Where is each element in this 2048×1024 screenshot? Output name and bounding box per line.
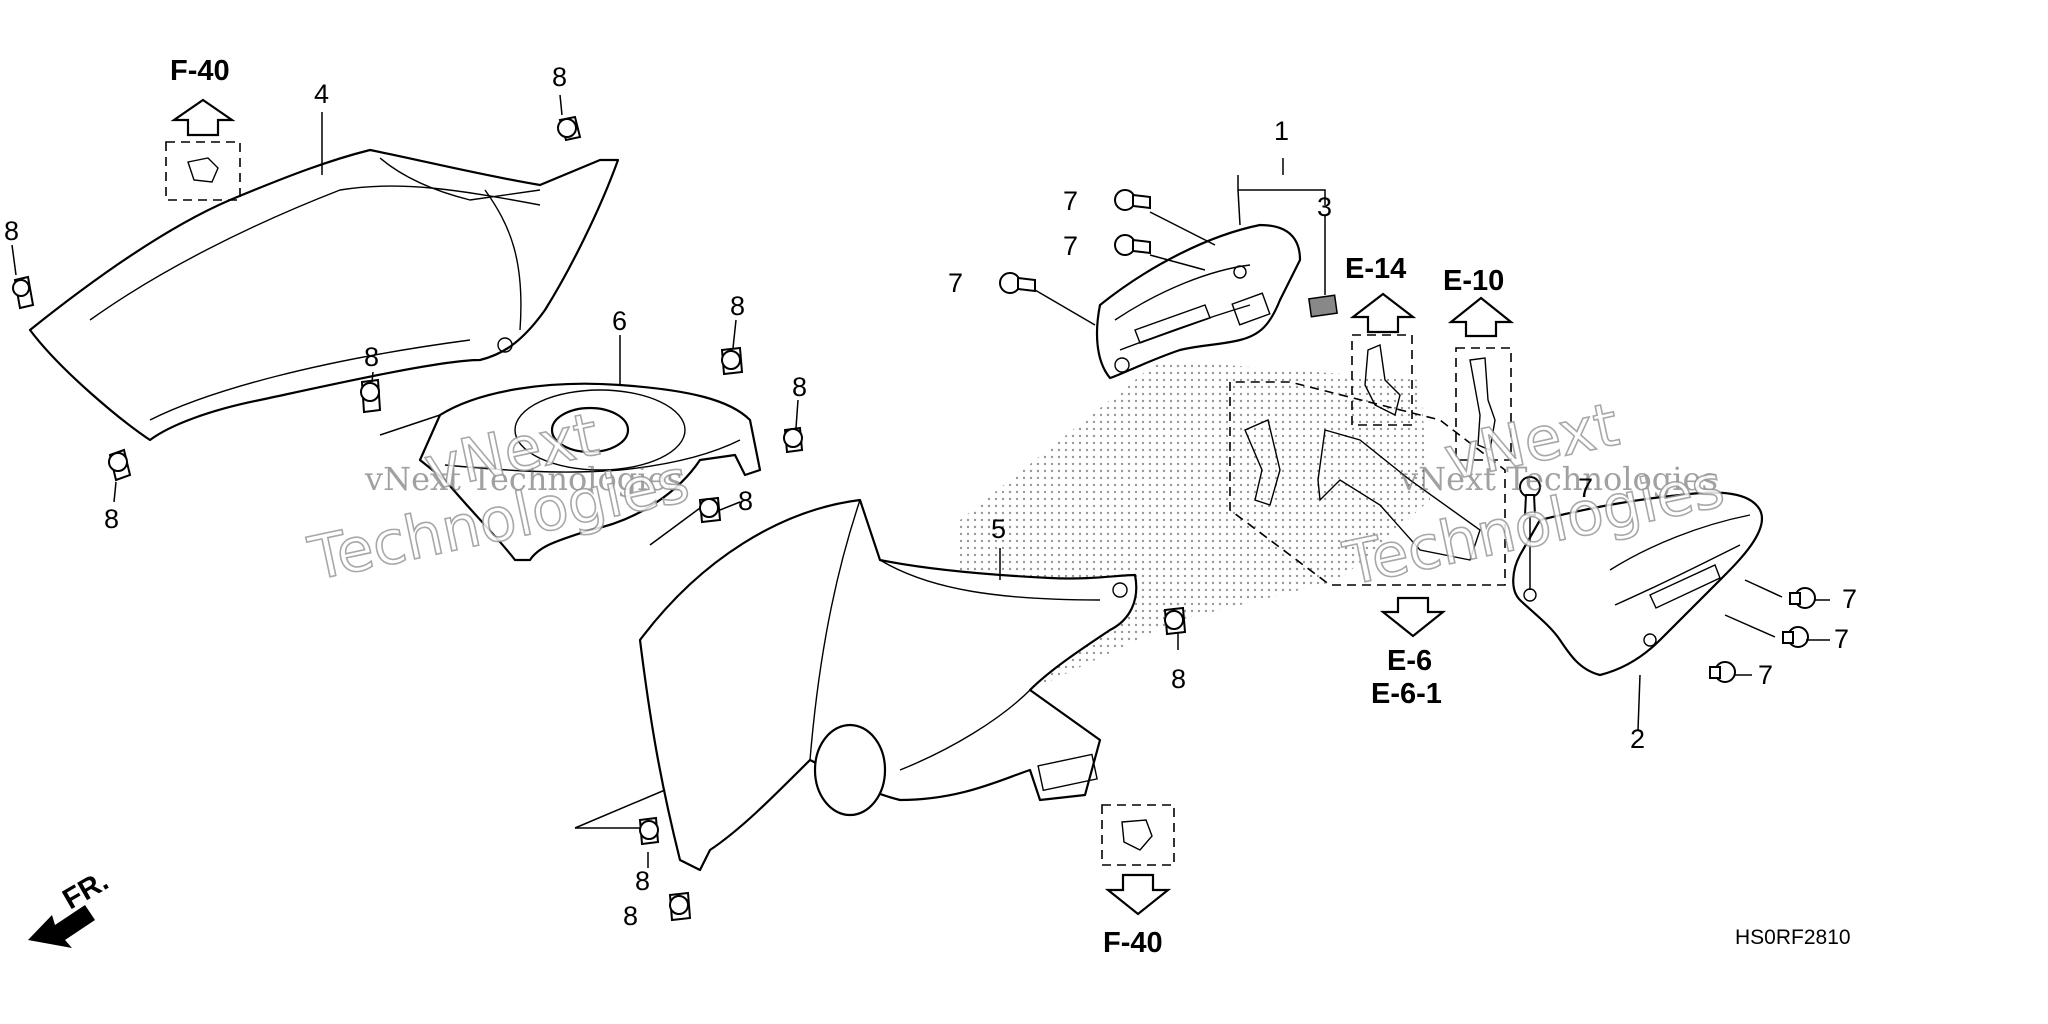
- callout-8-bottom-a: 8: [635, 866, 650, 896]
- callout-3: 3: [1317, 192, 1332, 222]
- bracket-box-e14: [1351, 334, 1413, 426]
- leader-lines: [11, 94, 1830, 868]
- arrow-up-e14[interactable]: [1349, 292, 1417, 334]
- part-4-left-side-cover[interactable]: [28, 148, 620, 442]
- clip-box-f40-bottom: [1101, 804, 1175, 866]
- callout-7-b: 7: [1063, 231, 1078, 261]
- part-5-right-side-cover[interactable]: [638, 498, 1138, 872]
- part-6-fuel-tank-cover[interactable]: [418, 382, 762, 562]
- callout-7-d: 7: [1578, 473, 1593, 503]
- callout-7-e: 7: [1842, 584, 1857, 614]
- diagram-code: HS0RF2810: [1735, 926, 1851, 949]
- callout-8-right: 8: [1171, 664, 1186, 694]
- watermark-line1-right: vNext Technologies: [1399, 460, 1718, 498]
- callout-8-left: 8: [4, 216, 19, 246]
- callout-5: 5: [991, 514, 1006, 544]
- ref-e10[interactable]: E-10: [1443, 265, 1504, 297]
- callout-8-mid-right: 8: [792, 372, 807, 402]
- arrow-down-f40[interactable]: [1104, 873, 1172, 916]
- ref-e6[interactable]: E-6: [1387, 645, 1432, 677]
- callout-8-center: 8: [738, 486, 753, 516]
- callout-8-lower-left: 8: [104, 504, 119, 534]
- fastener-bolts[interactable]: [12, 115, 1816, 922]
- callout-7-g: 7: [1758, 660, 1773, 690]
- ref-e14[interactable]: E-14: [1345, 253, 1406, 285]
- callout-8-top: 8: [552, 62, 567, 92]
- callout-7-a: 7: [1063, 186, 1078, 216]
- callout-7-f: 7: [1834, 624, 1849, 654]
- part-3-pad[interactable]: [1308, 294, 1338, 318]
- front-marker-label: FR.: [58, 865, 114, 916]
- part-2-shroud-cover-right[interactable]: [1512, 491, 1763, 677]
- arrow-down-e6[interactable]: [1379, 596, 1447, 638]
- bracket-box-e10: [1455, 347, 1512, 461]
- callout-6: 6: [612, 306, 627, 336]
- bracket-group-e6: [1229, 381, 1506, 586]
- ref-e6-1[interactable]: E-6-1: [1371, 678, 1442, 710]
- callout-8-bottom-b: 8: [623, 901, 638, 931]
- callout-8-mid-left: 8: [364, 342, 379, 372]
- ref-f40-top[interactable]: F-40: [170, 55, 230, 87]
- callout-8-mid: 8: [730, 291, 745, 321]
- part-1-shroud-cover-left[interactable]: [1095, 223, 1302, 380]
- ref-f40-bottom[interactable]: F-40: [1103, 927, 1163, 959]
- clip-box-f40-top: [165, 141, 241, 201]
- front-arrow-icon: [28, 905, 95, 948]
- callout-7-c: 7: [948, 268, 963, 298]
- callout-1: 1: [1274, 116, 1289, 146]
- arrow-up-e10[interactable]: [1447, 296, 1515, 338]
- arrow-up-f40[interactable]: [170, 98, 236, 137]
- watermark-line1-left: vNext Technologies: [364, 460, 683, 498]
- callout-4: 4: [314, 79, 329, 109]
- callout-2: 2: [1630, 724, 1645, 754]
